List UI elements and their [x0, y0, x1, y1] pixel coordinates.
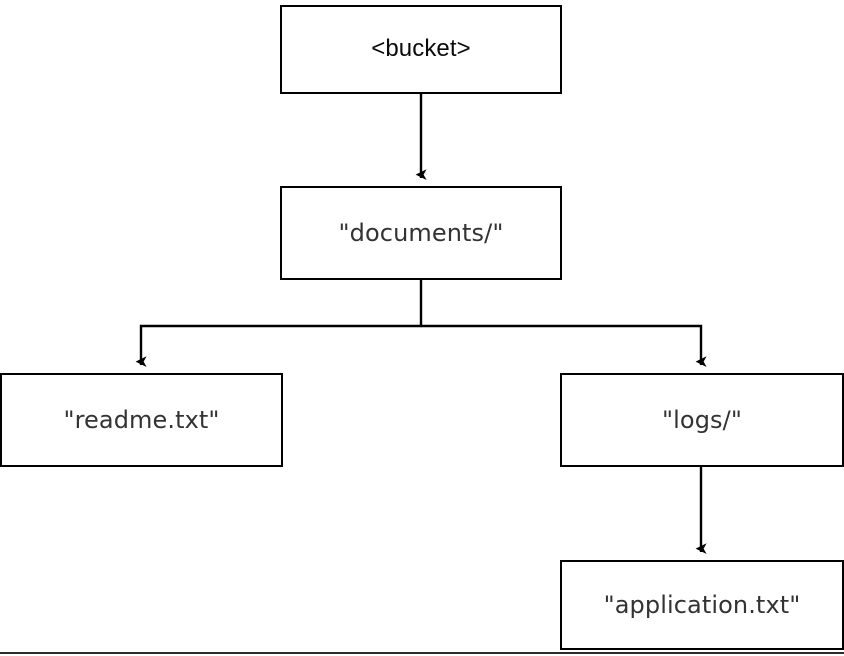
node-readme-txt[interactable]: "readme.txt"	[0, 373, 283, 467]
node-readme-txt-label: "readme.txt"	[63, 405, 220, 434]
node-bucket[interactable]: <bucket>	[280, 5, 562, 94]
node-application-txt-label: "application.txt"	[603, 590, 801, 619]
canvas-bottom-rule	[0, 652, 844, 654]
node-bucket-label: <bucket>	[371, 35, 471, 63]
node-application-txt[interactable]: "application.txt"	[560, 560, 844, 650]
node-logs-label: "logs/"	[662, 405, 742, 434]
edge-documents-to-readme	[135, 280, 423, 368]
node-documents-label: "documents/"	[338, 218, 504, 247]
node-documents[interactable]: "documents/"	[280, 186, 562, 280]
edge-documents-to-logs	[421, 324, 707, 368]
node-logs[interactable]: "logs/"	[560, 373, 844, 467]
